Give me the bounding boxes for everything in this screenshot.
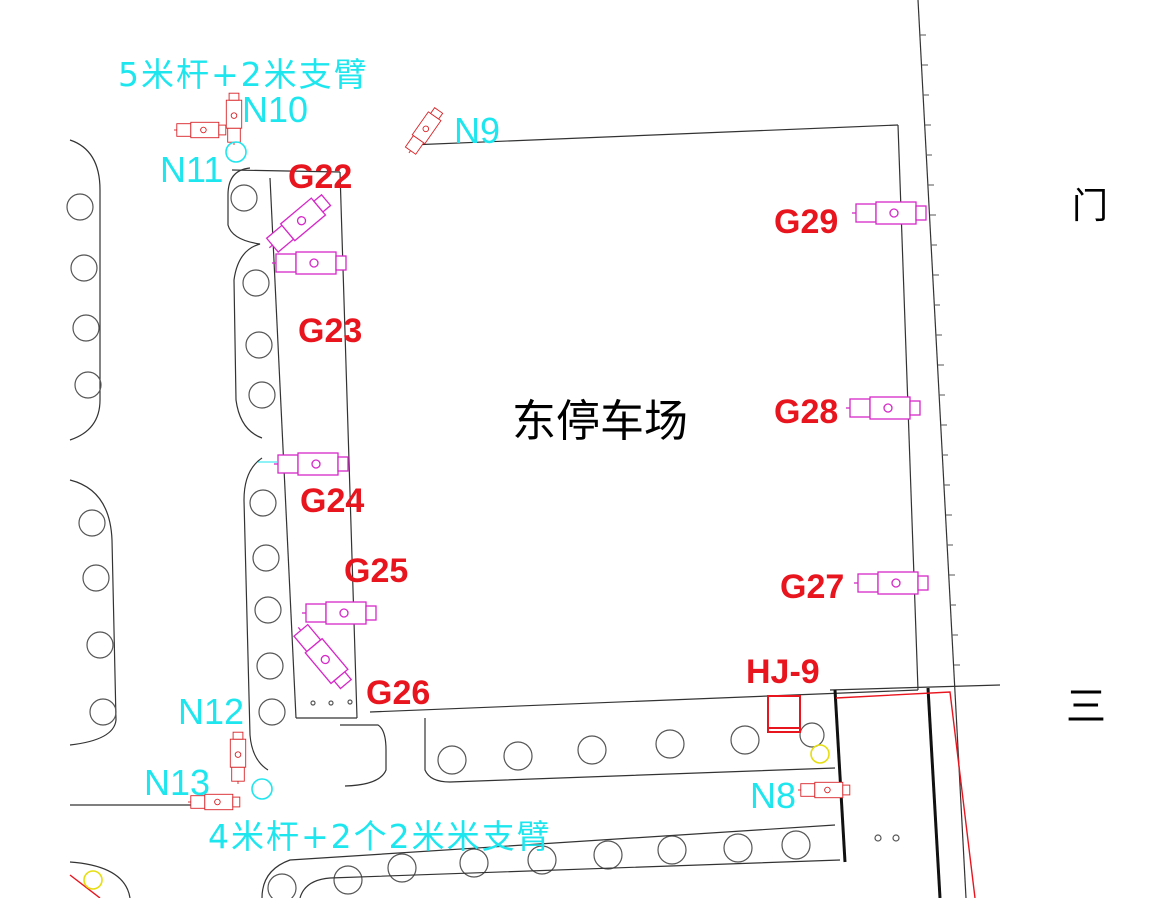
lamp-marker [810,744,830,764]
label-n8: N8 [750,775,796,816]
label-g22: G22 [288,158,352,196]
label-g25: G25 [344,552,408,590]
note-bottom: 4米杆+2个2米米支臂 [208,817,552,856]
label-n11: N11 [160,149,223,190]
label-n10: N10 [242,89,308,130]
label-g23: G23 [298,312,362,350]
camera-symbol-g27 [853,571,929,595]
tree-circles [66,184,900,898]
edge-glyph-bottom: 三 [1066,684,1106,730]
cabinet-hj9 [767,695,801,733]
camera-symbol-g24 [273,452,349,476]
lamp-marker-sw [83,870,103,890]
label-g29: G29 [774,203,838,241]
pole-n11-marker [225,141,247,163]
pole-n13-marker [251,778,273,800]
camera-symbol-g28 [845,396,921,420]
label-g26: G26 [366,674,430,712]
label-n13: N13 [144,762,210,803]
camera-symbol-g22b [271,251,347,275]
label-g28: G28 [774,393,838,431]
note-top: 5米杆+2米支臂 [118,55,369,94]
planting-strips-south [69,684,1001,898]
camera-symbol-n10 [225,92,243,146]
road-lines-southeast [69,687,976,898]
camera-symbol-n9 [402,105,446,158]
camera-symbol-n12 [229,731,247,785]
label-n12: N12 [178,691,244,732]
east-road-edge [917,0,967,898]
camera-symbol-g26 [289,619,355,692]
edge-glyph-top: 门 [1072,186,1108,227]
label-hj9: HJ-9 [746,653,820,691]
area-label: 东停车场 [512,396,688,447]
camera-symbol-n8 [797,781,851,799]
camera-symbol-g22a [261,191,334,257]
label-n9: N9 [454,110,500,151]
camera-symbol-g25 [301,601,377,625]
camera-symbol-g29 [851,201,927,225]
camera-symbol-n11 [173,121,227,139]
label-g27: G27 [780,568,844,606]
label-g24: G24 [300,482,364,520]
planting-strips-west [69,139,387,787]
